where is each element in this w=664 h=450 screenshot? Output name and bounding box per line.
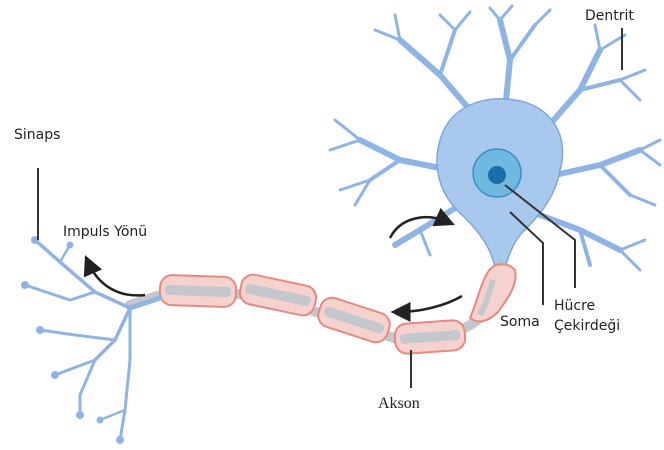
label-akson: Akson [378,396,420,412]
label-sinaps: Sinaps [14,127,60,143]
myelin-segment [315,295,393,346]
myelin-segment [238,272,319,317]
label-pointers [38,28,622,388]
impulse-arrow-terminal [88,262,145,295]
nucleus-inner [488,166,506,184]
label-dentrit: Dentrit [585,8,634,24]
myelin-segment [394,320,466,355]
myelin-segment [470,264,516,321]
impulse-arrow-axon [398,296,462,312]
label-impuls-yonu: Impuls Yönü [63,224,147,240]
label-soma: Soma [500,314,540,330]
label-cekirdegi: Çekirdeği [554,318,620,334]
myelin-sheaths [159,264,515,354]
label-hucre: Hücre [554,298,595,314]
myelin-segment [159,275,236,308]
